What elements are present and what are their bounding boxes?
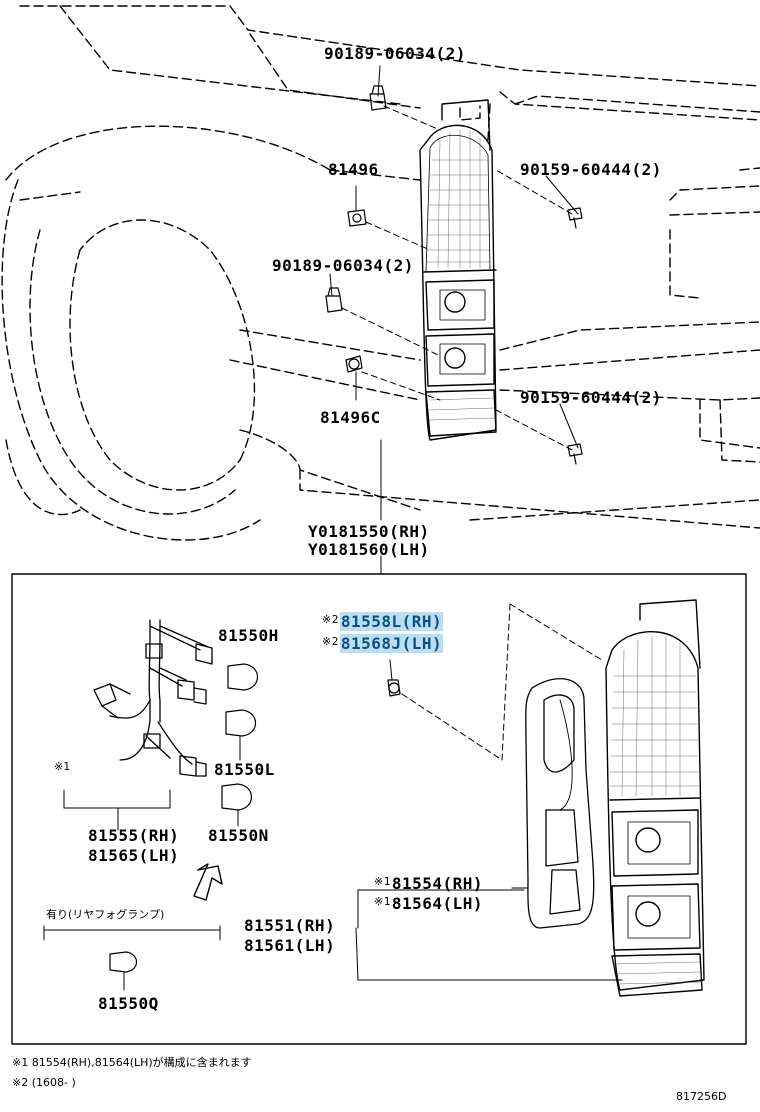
gasket-leaders <box>389 659 393 681</box>
option-label: 有り(リヤフォグランプ) <box>46 908 165 921</box>
rear-packing <box>525 678 595 929</box>
assembly-rh-label[interactable]: Y0181550(RH) <box>308 522 430 541</box>
screw-upper-qty: (2) <box>631 160 662 179</box>
packing-lh-part[interactable]: 81564(LH) <box>391 894 484 913</box>
clip-upper-label[interactable]: 90189-06034(2) <box>324 44 466 64</box>
screw-upper-label[interactable]: 90159-60444(2) <box>520 160 662 180</box>
upper-lens-pattern <box>426 129 495 421</box>
gasket-lh-mark: ※2 <box>322 635 339 648</box>
clip-upper-part[interactable]: 90189-06034 <box>324 44 436 63</box>
screw-lower-qty: (2) <box>631 388 662 407</box>
gasket <box>387 679 401 697</box>
vehicle-body-outline <box>1 5 760 541</box>
detail-box <box>11 573 747 1045</box>
diagram-id: 817256D <box>676 1090 727 1103</box>
packing-rh-label[interactable]: ※181554(RH) <box>374 872 483 894</box>
lens-leader <box>355 889 623 981</box>
gasket-lh-part[interactable]: 81568J(LH) <box>339 634 444 653</box>
bulb-h-label[interactable]: 81550H <box>218 626 279 645</box>
bulbs <box>109 663 259 973</box>
packing-lh-mark: ※1 <box>374 895 391 908</box>
direction-arrow <box>193 863 223 901</box>
socket-lower-label[interactable]: 81496C <box>320 408 381 427</box>
clip-lower-qty: (2) <box>383 256 414 275</box>
wiring-harness <box>93 619 213 777</box>
bulb-q-label[interactable]: 81550Q <box>98 994 159 1013</box>
lower-lens-pattern <box>609 635 703 985</box>
upper-fasteners <box>325 85 583 465</box>
bulb-l-label[interactable]: 81550L <box>214 760 275 779</box>
gasket-rh-mark: ※2 <box>322 613 339 626</box>
packing-rh-part[interactable]: 81554(RH) <box>391 874 484 893</box>
packing-lh-label[interactable]: ※181564(LH) <box>374 892 483 914</box>
bulb-leaders <box>43 735 241 991</box>
packing-rh-mark: ※1 <box>374 875 391 888</box>
screw-lower-label[interactable]: 90159-60444(2) <box>520 388 662 408</box>
wiring-lh-label[interactable]: 81565(LH) <box>88 846 180 865</box>
wiring-mark: ※1 <box>54 760 71 773</box>
bulb-n-label[interactable]: 81550N <box>208 826 269 845</box>
socket-upper-label[interactable]: 81496 <box>328 160 379 179</box>
lens-lh-label[interactable]: 81561(LH) <box>244 936 336 955</box>
assembly-lh-label[interactable]: Y0181560(LH) <box>308 540 430 559</box>
upper-lamp-assembly <box>419 99 497 441</box>
wiring-rh-label[interactable]: 81555(RH) <box>88 826 180 845</box>
clip-lower-part[interactable]: 90189-06034 <box>272 256 384 275</box>
upper-leader-lines <box>341 105 573 451</box>
footnote-2: ※2 (1608- ) <box>12 1076 76 1089</box>
lower-lamp-lens <box>605 599 705 997</box>
clip-lower-label[interactable]: 90189-06034(2) <box>272 256 414 276</box>
footnote-1: ※1 81554(RH),81564(LH)が構成に含まれます <box>12 1056 252 1069</box>
box-dashed-leaders <box>401 603 603 761</box>
screw-lower-part[interactable]: 90159-60444 <box>520 388 632 407</box>
gasket-rh-part[interactable]: 81558L(RH) <box>339 612 444 631</box>
clip-upper-qty: (2) <box>435 44 466 63</box>
lens-rh-label[interactable]: 81551(RH) <box>244 916 336 935</box>
screw-upper-part[interactable]: 90159-60444 <box>520 160 632 179</box>
upper-label-leaders <box>329 65 579 575</box>
